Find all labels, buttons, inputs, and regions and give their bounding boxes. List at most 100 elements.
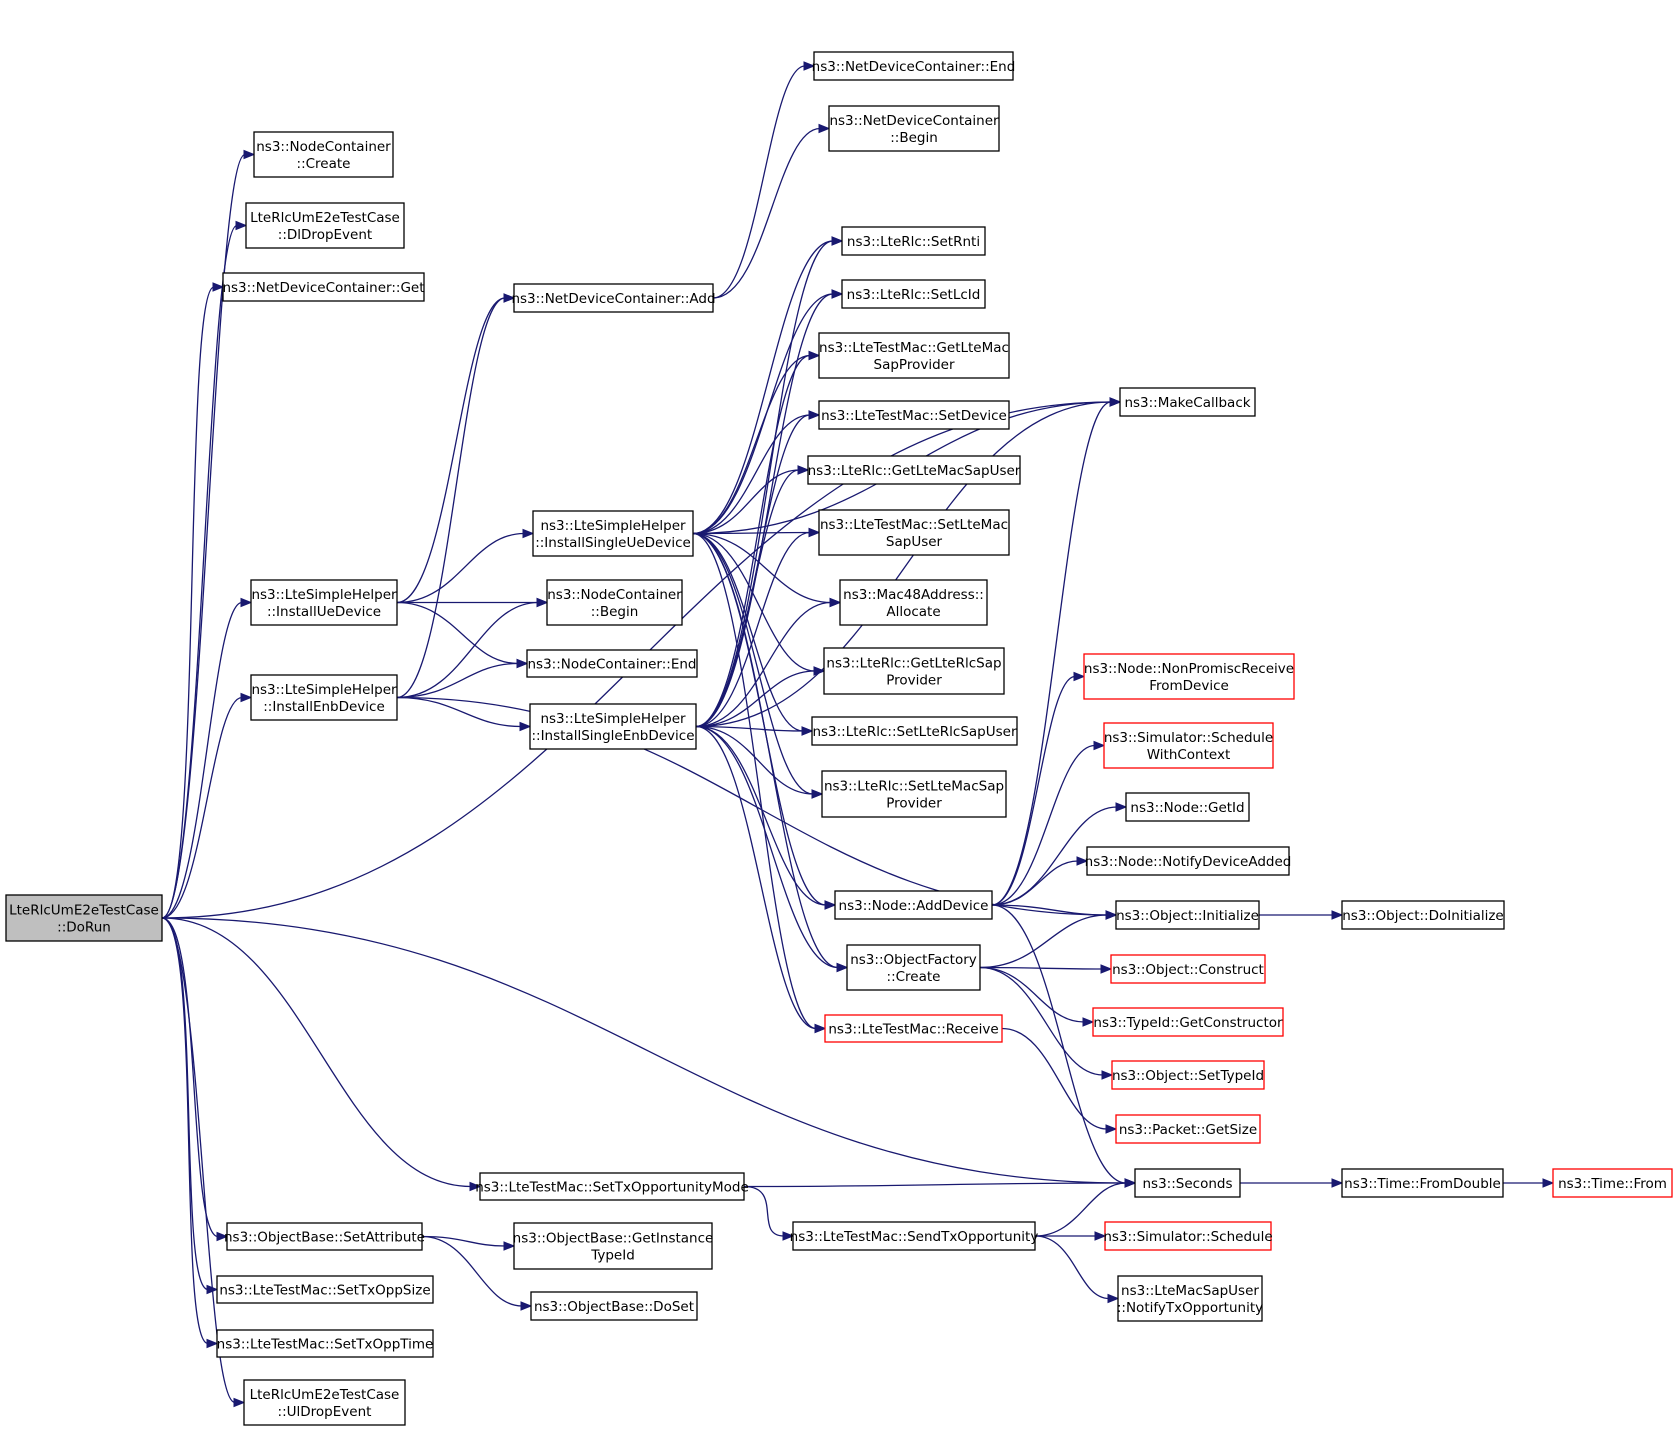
- node-ndc_end[interactable]: ns3::NetDeviceContainer::End: [812, 51, 1016, 81]
- node-box[interactable]: [807, 455, 1021, 485]
- node-node_notify[interactable]: ns3::Node::NotifyDeviceAdded: [1085, 846, 1292, 876]
- node-obj_doinit[interactable]: ns3::Object::DoInitialize: [1341, 900, 1505, 930]
- node-make_callback[interactable]: ns3::MakeCallback: [1119, 387, 1256, 417]
- node-box[interactable]: [818, 509, 1010, 556]
- node-box[interactable]: [1119, 387, 1256, 417]
- node-box[interactable]: [216, 1275, 434, 1304]
- node-box[interactable]: [216, 1329, 434, 1358]
- node-time_from[interactable]: ns3::Time::From: [1552, 1168, 1673, 1198]
- node-box[interactable]: [1111, 1060, 1265, 1090]
- node-box[interactable]: [824, 1014, 1003, 1043]
- node-sim_schedule[interactable]: ns3::Simulator::Schedule: [1103, 1221, 1273, 1251]
- node-box[interactable]: [1341, 900, 1505, 930]
- node-install_ue[interactable]: ns3::LteSimpleHelper::InstallUeDevice: [250, 579, 398, 626]
- node-install_enb[interactable]: ns3::LteSimpleHelper::InstallEnbDevice: [250, 674, 398, 721]
- node-box[interactable]: [532, 510, 694, 557]
- node-seconds[interactable]: ns3::Seconds: [1134, 1168, 1241, 1198]
- node-box[interactable]: [834, 890, 993, 920]
- node-box[interactable]: [1115, 900, 1260, 930]
- node-rlc_setlcid[interactable]: ns3::LteRlc::SetLcId: [841, 279, 986, 309]
- node-obj_initialize[interactable]: ns3::Object::Initialize: [1115, 900, 1260, 930]
- node-box[interactable]: [1115, 1114, 1261, 1144]
- node-box[interactable]: [828, 105, 1000, 152]
- node-box[interactable]: [792, 1221, 1036, 1251]
- node-dl_drop[interactable]: LteRlcUmE2eTestCase::DlDropEvent: [245, 202, 405, 249]
- node-install_single_enb[interactable]: ns3::LteSimpleHelper::InstallSingleEnbDe…: [529, 703, 697, 750]
- node-box[interactable]: [1110, 954, 1266, 984]
- node-objfactory_create[interactable]: ns3::ObjectFactory::Create: [846, 944, 981, 991]
- node-box[interactable]: [479, 1172, 745, 1201]
- node-typeid_getctor[interactable]: ns3::TypeId::GetConstructor: [1092, 1007, 1284, 1037]
- node-box[interactable]: [250, 579, 398, 626]
- node-nc_create[interactable]: ns3::NodeContainer::Create: [253, 131, 394, 178]
- node-box[interactable]: [513, 1222, 713, 1270]
- node-box[interactable]: [529, 703, 697, 750]
- node-ob_setattr[interactable]: ns3::ObjectBase::SetAttribute: [224, 1222, 425, 1251]
- node-box[interactable]: [1134, 1168, 1241, 1198]
- node-nc_end[interactable]: ns3::NodeContainer::End: [526, 649, 698, 678]
- node-send_txopp[interactable]: ns3::LteTestMac::SendTxOpportunity: [790, 1221, 1039, 1251]
- node-nc_begin[interactable]: ns3::NodeContainer::Begin: [546, 579, 683, 626]
- node-obj_settypeid[interactable]: ns3::Object::SetTypeId: [1111, 1060, 1265, 1090]
- node-rlc_get_sapuser[interactable]: ns3::LteRlc::GetLteMacSapUser: [807, 455, 1021, 485]
- node-node_adddevice[interactable]: ns3::Node::AddDevice: [834, 890, 993, 920]
- node-mac_receive[interactable]: ns3::LteTestMac::Receive: [824, 1014, 1003, 1043]
- node-box[interactable]: [818, 332, 1010, 379]
- node-box[interactable]: [841, 226, 986, 256]
- node-box[interactable]: [226, 1222, 423, 1251]
- node-rlc_setrnti[interactable]: ns3::LteRlc::SetRnti: [841, 226, 986, 256]
- node-box[interactable]: [823, 647, 1005, 695]
- node-box[interactable]: [222, 272, 425, 302]
- node-node_getid[interactable]: ns3::Node::GetId: [1125, 792, 1250, 822]
- node-ndc_get[interactable]: ns3::NetDeviceContainer::Get: [222, 272, 425, 302]
- node-box[interactable]: [821, 770, 1007, 818]
- node-box[interactable]: [245, 202, 405, 249]
- node-box[interactable]: [839, 579, 988, 626]
- node-box[interactable]: [811, 716, 1018, 746]
- node-box[interactable]: [813, 51, 1014, 81]
- node-time_fromdouble[interactable]: ns3::Time::FromDouble: [1341, 1168, 1504, 1198]
- node-box[interactable]: [546, 579, 683, 626]
- node-mac48_alloc[interactable]: ns3::Mac48Address::Allocate: [839, 579, 988, 626]
- node-box[interactable]: [513, 283, 714, 313]
- node-box[interactable]: [243, 1379, 406, 1426]
- node-set_txoppsize[interactable]: ns3::LteTestMac::SetTxOppSize: [216, 1275, 434, 1304]
- node-obj_construct[interactable]: ns3::Object::Construct: [1110, 954, 1266, 984]
- node-box[interactable]: [1083, 653, 1295, 700]
- node-packet_getsize[interactable]: ns3::Packet::GetSize: [1115, 1114, 1261, 1144]
- node-set_txopptime[interactable]: ns3::LteTestMac::SetTxOppTime: [216, 1329, 434, 1358]
- node-box[interactable]: [530, 1291, 698, 1321]
- node-box[interactable]: [818, 400, 1010, 430]
- node-box[interactable]: [1552, 1168, 1673, 1198]
- node-box[interactable]: [1086, 846, 1290, 876]
- node-ndc_begin[interactable]: ns3::NetDeviceContainer::Begin: [828, 105, 1000, 152]
- node-box[interactable]: [841, 279, 986, 309]
- node-box[interactable]: [846, 944, 981, 991]
- node-box[interactable]: [1125, 792, 1250, 822]
- node-box[interactable]: [1104, 1221, 1272, 1251]
- node-rlc_set_rlcsapuser[interactable]: ns3::LteRlc::SetLteRlcSapUser: [811, 716, 1018, 746]
- node-ul_drop[interactable]: LteRlcUmE2eTestCase::UlDropEvent: [243, 1379, 406, 1426]
- node-ob_doset[interactable]: ns3::ObjectBase::DoSet: [530, 1291, 698, 1321]
- node-box[interactable]: [250, 674, 398, 721]
- node-mac_setdevice[interactable]: ns3::LteTestMac::SetDevice: [818, 400, 1010, 430]
- node-root[interactable]: LteRlcUmE2eTestCase::DoRun: [5, 894, 163, 942]
- node-ndc_add[interactable]: ns3::NetDeviceContainer::Add: [511, 283, 716, 313]
- node-box[interactable]: [1117, 1275, 1263, 1322]
- node-set_txopp_mode[interactable]: ns3::LteTestMac::SetTxOpportunityMode: [475, 1172, 749, 1201]
- node-box[interactable]: [526, 649, 698, 678]
- node-box[interactable]: [1103, 722, 1274, 769]
- node-macsapuser_notify[interactable]: ns3::LteMacSapUser::NotifyTxOpportunity: [1117, 1275, 1263, 1322]
- node-box[interactable]: [1092, 1007, 1284, 1037]
- node-box[interactable]: [253, 131, 394, 178]
- node-box[interactable]: [1341, 1168, 1504, 1198]
- node-install_single_ue[interactable]: ns3::LteSimpleHelper::InstallSingleUeDev…: [532, 510, 694, 557]
- node-box[interactable]: [5, 894, 163, 942]
